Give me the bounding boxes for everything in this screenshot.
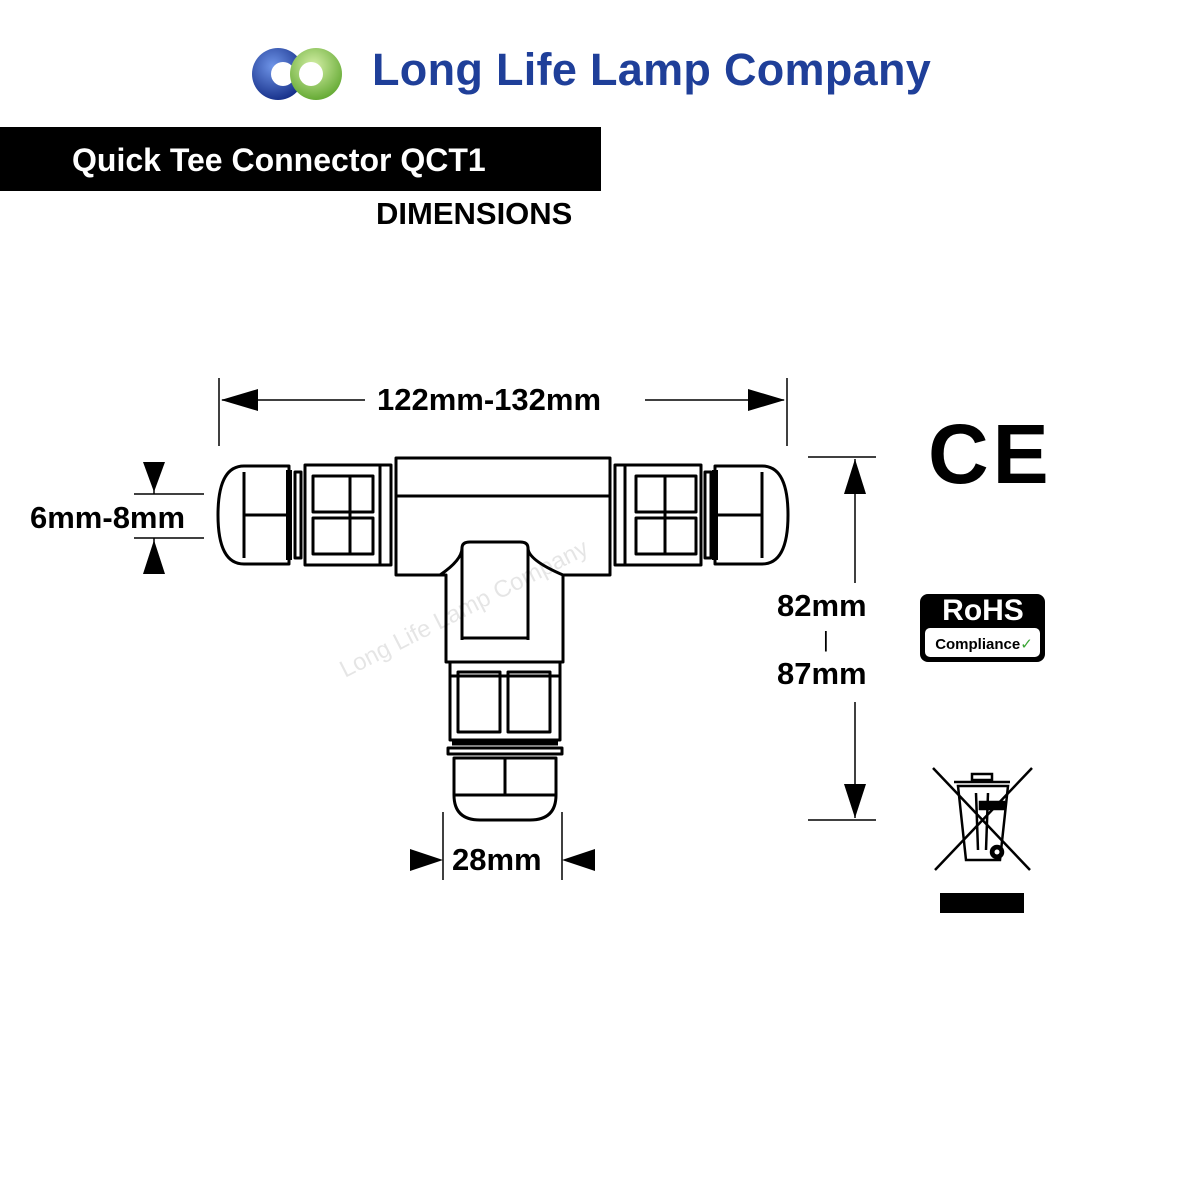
weee-bar (940, 893, 1024, 913)
rohs-subtitle-row: Compliance✓ (928, 635, 1040, 653)
height-separator: | (823, 627, 829, 652)
check-icon: ✓ (1020, 636, 1033, 653)
bottom-cable-gland (446, 740, 564, 822)
overall-width-label: 122mm-132mm (377, 382, 602, 417)
section-label: DIMENSIONS (376, 196, 573, 231)
right-cable-gland (703, 464, 790, 566)
product-title: Quick Tee Connector QCT1 (72, 142, 486, 178)
height-max-label: 87mm (777, 656, 867, 691)
ce-mark: CE (928, 407, 1053, 501)
left-connector-body (303, 463, 393, 567)
left-cable-gland (216, 464, 303, 566)
bottom-connector-body (448, 660, 562, 742)
company-logo-icon (252, 48, 342, 100)
weee-bin-icon (932, 767, 1033, 871)
cable-diameter-label: 6mm-8mm (30, 500, 186, 535)
height-min-label: 82mm (777, 588, 867, 623)
rohs-badge (920, 594, 1045, 662)
tee-housing (394, 456, 612, 664)
right-connector-body (613, 463, 703, 567)
brand-name: Long Life Lamp Company (372, 44, 932, 95)
base-width-label: 28mm (452, 842, 542, 877)
rohs-subtitle: Compliance (935, 636, 1021, 653)
rohs-title: RoHS (942, 594, 1024, 627)
title-bar (0, 127, 601, 191)
